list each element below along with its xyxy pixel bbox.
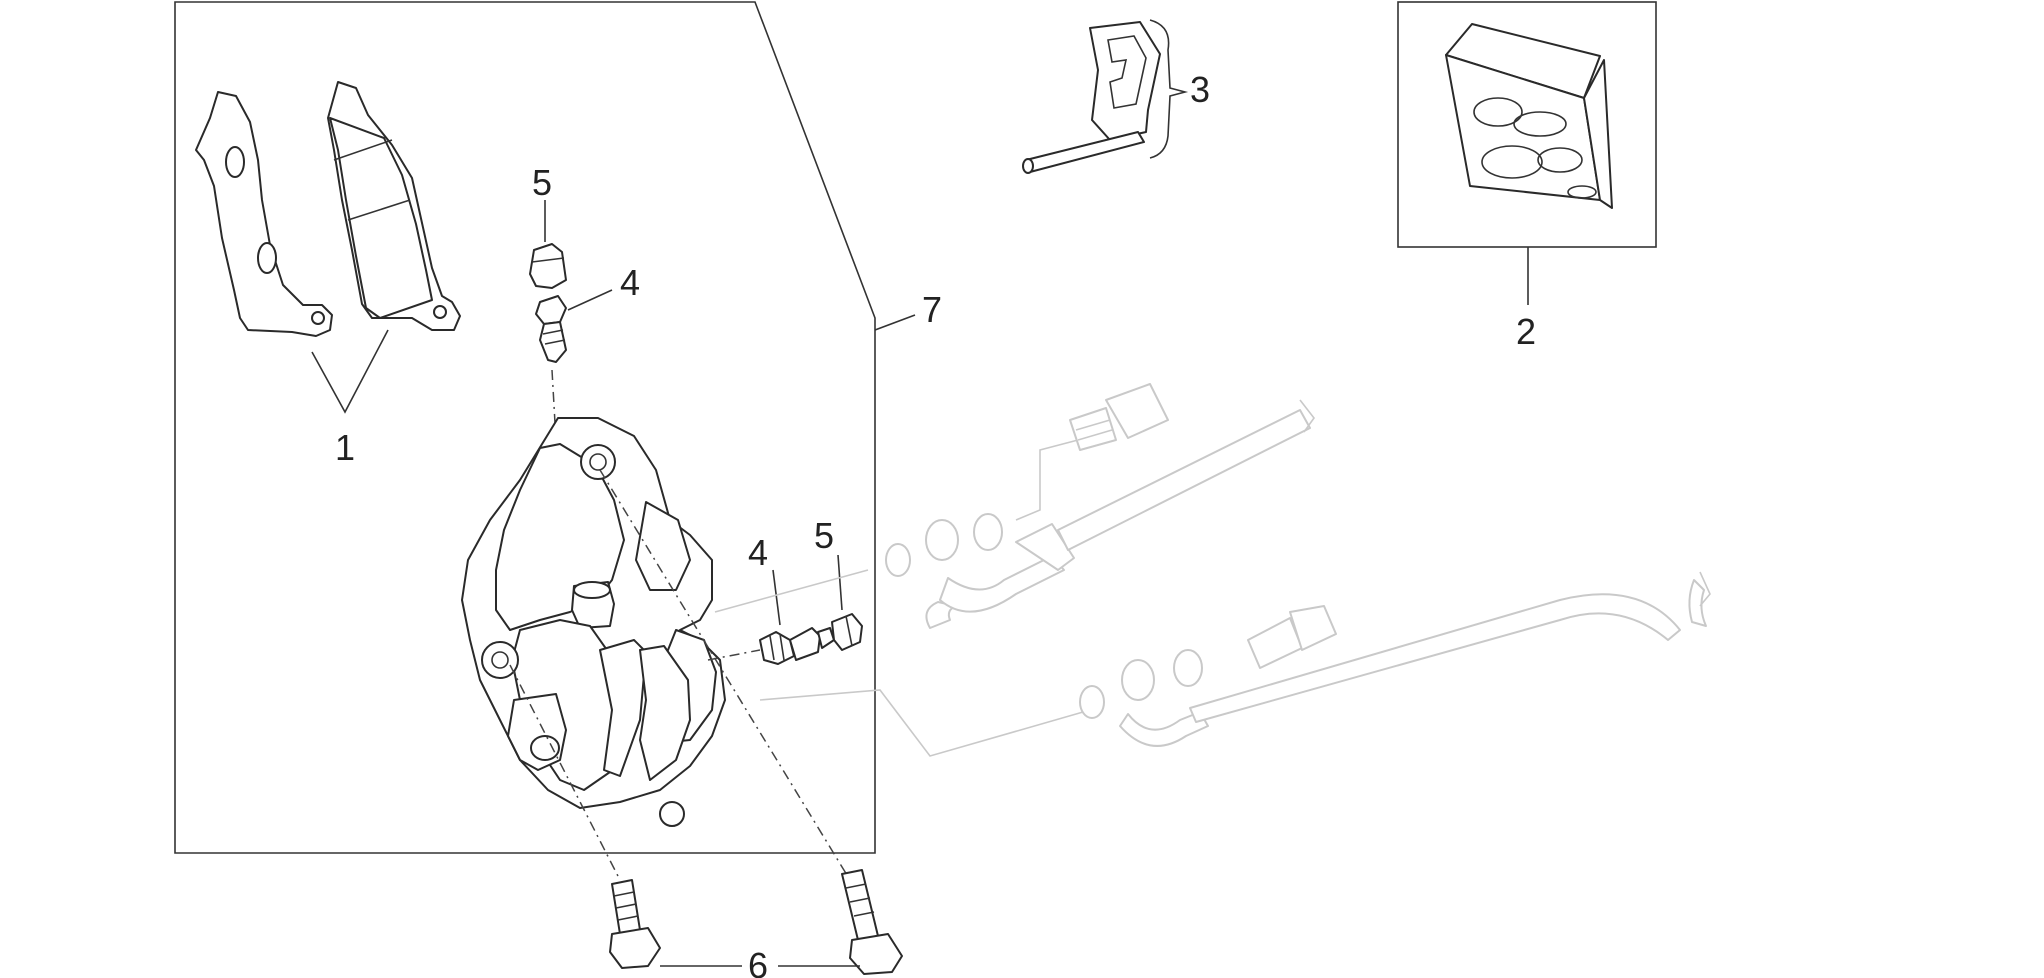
group-7-frame: [174, 1, 876, 854]
callout-5-mid-leader: [837, 554, 843, 611]
axis-line: [707, 649, 761, 661]
callout-5-top: 5: [532, 162, 552, 203]
axis-line: [599, 469, 851, 881]
bleed-screw-icon: [535, 295, 567, 363]
axis-line: [509, 664, 621, 881]
caliper-bolt-icon: [609, 879, 661, 969]
brake-pad-icon: [195, 91, 333, 337]
callout-6: 6: [748, 945, 768, 978]
callout-7: 7: [922, 289, 942, 330]
seal-kit-frame: [1397, 1, 1657, 248]
pad-spring-and-pin-icon: [1022, 21, 1161, 174]
callout-7-leader: [874, 314, 916, 331]
brake-hose-lower-icon: [759, 571, 1711, 757]
callout-4-mid-leader: [772, 569, 781, 626]
bleed-cap-icon: [831, 613, 863, 651]
callout-5-mid: 5: [814, 515, 834, 556]
callout-4-top-leader: [567, 289, 613, 311]
callout-1: 1: [335, 427, 355, 468]
callout-1-leader: [311, 329, 389, 414]
brake-pad-icon: [327, 81, 461, 331]
callout-4-top: 4: [620, 262, 640, 303]
caliper-bolt-icon: [841, 869, 903, 975]
callout-4-mid: 4: [748, 532, 768, 573]
callout-3: 3: [1190, 69, 1210, 110]
callout-3-bracket: [1149, 19, 1189, 159]
bleed-cap-icon: [529, 243, 567, 289]
seal-kit-bag-icon: [1445, 23, 1613, 209]
brake-caliper-icon: [461, 417, 726, 827]
bleed-screw-icon: [759, 627, 835, 665]
callout-2: 2: [1516, 311, 1536, 352]
brake-hose-upper-icon: [714, 383, 1315, 629]
